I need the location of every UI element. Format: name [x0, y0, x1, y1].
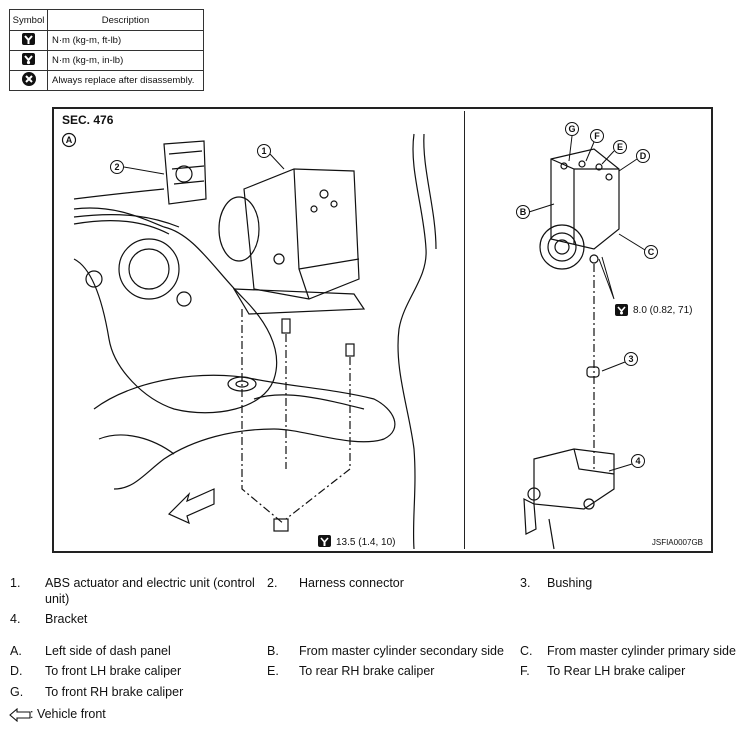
dash-hole [118, 238, 180, 300]
callout-4: 4 [635, 456, 640, 466]
figure-drawing: A 1 2 3 4 B C D E F G [61, 122, 658, 550]
legend-text-3: Bushing [547, 576, 593, 590]
callout-e: E [617, 142, 623, 152]
section-label: SEC. 476 [62, 113, 114, 127]
legend-text-f: To Rear LH brake caliper [547, 664, 686, 678]
bushing-right [586, 366, 600, 378]
legend-let-b: B. [267, 644, 279, 658]
legend-text-b: From master cylinder secondary side [299, 644, 504, 658]
callout-f: F [594, 131, 600, 141]
legend-text-g: To front RH brake caliper [45, 685, 184, 699]
abs-actuator-figure: SEC. 476 [52, 107, 713, 553]
legend-num-1: 1. [10, 576, 21, 590]
symbol-desc-3: Always replace after disassembly. [47, 70, 204, 91]
abs-bracket-left [232, 288, 366, 315]
symbol-desc-1: N·m (kg-m, ft-lb) [47, 30, 204, 51]
callout-3: 3 [628, 354, 633, 364]
legend-num-3: 3. [520, 576, 531, 590]
legend-let-d: D. [10, 664, 23, 678]
legend-text-1a: ABS actuator and electric unit (control [45, 576, 255, 590]
callout-2: 2 [114, 162, 119, 172]
vehicle-front-arrow [167, 488, 215, 525]
vehicle-front-icon [9, 708, 31, 722]
legend-let-f: F. [520, 664, 530, 678]
legend-text-1b: unit) [45, 592, 70, 606]
body-panel [93, 374, 396, 490]
harness-connector-shape [163, 140, 207, 205]
callout-1: 1 [261, 146, 266, 156]
legend-text-e: To rear RH brake caliper [299, 664, 435, 678]
callout-d: D [640, 151, 647, 161]
legend-text-a: Left side of dash panel [45, 644, 171, 658]
symbol-header: Symbol [9, 9, 48, 31]
symbol-desc-2: N·m (kg-m, in-lb) [47, 50, 204, 71]
description-header: Description [47, 9, 204, 31]
bracket-right [533, 448, 615, 510]
legend-text-4: Bracket [45, 612, 88, 626]
always-replace-icon [21, 71, 37, 90]
callout-c: C [648, 247, 655, 257]
callout-a: A [66, 135, 73, 145]
abs-motor-right [539, 224, 585, 270]
torque-icon-left [318, 535, 331, 547]
bushing-left [273, 518, 289, 532]
torque-icon-right [615, 304, 628, 316]
legend-text-1: ABS actuator and electric unit (control … [45, 575, 260, 607]
abs-unit-left [243, 168, 360, 300]
symbol-table: Symbol Description N·m (kg-m, ft-lb) N·m… [9, 9, 204, 91]
body-curve [397, 133, 427, 550]
torque-in-lb-icon [21, 52, 36, 69]
legend-text-d: To front LH brake caliper [45, 664, 182, 678]
view-a-circle [61, 132, 77, 148]
torque-value-right: 8.0 (0.82, 71) [633, 305, 693, 316]
legend-num-4: 4. [10, 612, 21, 626]
callout-b: B [520, 207, 527, 217]
figure-divider [464, 111, 465, 549]
legend-text-2: Harness connector [299, 576, 404, 590]
callout-g: G [568, 124, 575, 134]
legend-num-2: 2. [267, 576, 278, 590]
torque-ft-lb-icon [21, 32, 36, 49]
legend-let-c: C. [520, 644, 533, 658]
legend-let-g: G. [10, 685, 24, 699]
legend-let-a: A. [10, 644, 22, 658]
vehicle-front-text: : Vehicle front [30, 707, 106, 721]
figure-code: JSFIA0007GB [651, 538, 703, 547]
legend-let-e: E. [267, 664, 279, 678]
dash-panel [73, 207, 278, 414]
torque-value-left: 13.5 (1.4, 10) [336, 537, 396, 548]
legend-text-c: From master cylinder primary side [547, 644, 736, 658]
